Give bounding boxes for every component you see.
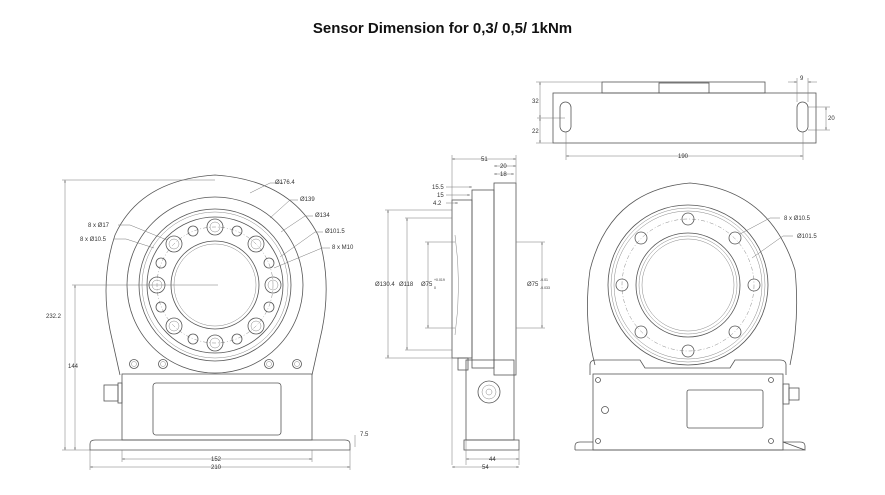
label-4-2: 4.2 bbox=[433, 201, 442, 207]
label-7-5: 7.5 bbox=[360, 432, 369, 438]
rear-bore-2 bbox=[638, 235, 738, 335]
side-connector bbox=[477, 380, 501, 404]
rear-base bbox=[574, 441, 806, 451]
label-d134: Ø134 bbox=[315, 213, 330, 219]
side-nut bbox=[457, 357, 469, 371]
rear-top-ledge bbox=[589, 359, 787, 375]
electronics-box bbox=[121, 373, 313, 441]
drawing-title: Sensor Dimension for 0,3/ 0,5/ 1kNm bbox=[312, 20, 573, 37]
side-rim bbox=[493, 182, 517, 376]
top-plate bbox=[552, 92, 817, 144]
tol-right-upper: -0.01 bbox=[540, 278, 548, 282]
label-51: 51 bbox=[481, 157, 488, 163]
leader-134 bbox=[280, 215, 313, 233]
rear-housing-outline bbox=[587, 182, 798, 366]
label-20: 20 bbox=[500, 164, 507, 170]
label-m10: 8 x M10 bbox=[332, 245, 354, 251]
label-54: 54 bbox=[482, 465, 489, 471]
label-d101: Ø101.5 bbox=[325, 229, 345, 235]
label-144: 144 bbox=[68, 364, 79, 370]
rear-ring-3 bbox=[613, 210, 763, 360]
rear-holes bbox=[615, 212, 761, 358]
rear-indicator bbox=[601, 406, 609, 414]
side-connector-inner bbox=[481, 384, 497, 400]
top-body bbox=[601, 81, 766, 94]
label-75-right: Ø75 bbox=[527, 282, 539, 288]
label-190: 190 bbox=[678, 154, 689, 160]
large-holes bbox=[148, 218, 282, 352]
label-holes-105: 8 x Ø10.5 bbox=[80, 237, 107, 243]
rear-bore-1 bbox=[635, 232, 741, 338]
rear-label-plate bbox=[686, 389, 764, 429]
tol-left-upper: +0.019 bbox=[434, 278, 445, 282]
connector bbox=[103, 384, 119, 402]
leader-176 bbox=[249, 182, 283, 194]
label-15: 15 bbox=[437, 193, 444, 199]
threaded-holes bbox=[155, 225, 275, 345]
side-hatch bbox=[454, 234, 459, 336]
side-body bbox=[471, 189, 495, 369]
label-22: 22 bbox=[532, 129, 539, 135]
label-plate bbox=[152, 382, 282, 436]
label-210: 210 bbox=[211, 465, 222, 471]
rear-connector-nut bbox=[782, 383, 790, 405]
slot-right bbox=[796, 101, 809, 133]
leader-rear-pcd bbox=[751, 235, 793, 259]
rear-ring-outer bbox=[607, 204, 769, 366]
rear-screws bbox=[595, 377, 774, 444]
slot-left bbox=[559, 101, 572, 133]
tol-right-lower: -0.033 bbox=[540, 286, 550, 290]
rear-pitch-circle bbox=[621, 218, 755, 352]
side-connector-pins bbox=[485, 388, 493, 396]
label-15-5: 15.5 bbox=[432, 185, 444, 191]
leader-101 bbox=[279, 231, 323, 258]
label-130: Ø130.4 bbox=[375, 282, 395, 288]
housing-bolts bbox=[129, 359, 302, 369]
base-plate bbox=[89, 439, 351, 451]
side-base bbox=[463, 439, 520, 451]
label-d176: Ø176.4 bbox=[275, 180, 295, 186]
rear-bore-3 bbox=[641, 238, 735, 332]
label-holes-17: 8 x Ø17 bbox=[88, 223, 110, 229]
label-rear-holes: 8 x Ø10.5 bbox=[784, 216, 811, 222]
leader-rear-holes bbox=[739, 217, 780, 235]
label-20-slot: 20 bbox=[828, 116, 835, 122]
rear-connector bbox=[788, 387, 800, 401]
label-152: 152 bbox=[211, 457, 222, 463]
label-32: 32 bbox=[532, 99, 539, 105]
top-view: 32 22 9 20 190 bbox=[532, 76, 835, 160]
label-rear-pcd: Ø101.5 bbox=[797, 234, 817, 240]
front-view: Ø176.4 Ø139 Ø134 Ø101.5 8 x M10 8 x Ø17 … bbox=[46, 174, 369, 471]
side-box bbox=[465, 359, 515, 441]
label-d139: Ø139 bbox=[300, 197, 315, 203]
connector-nut bbox=[117, 382, 123, 404]
label-232: 232.2 bbox=[46, 314, 62, 320]
rear-ring-2 bbox=[610, 207, 766, 363]
label-118: Ø118 bbox=[399, 282, 414, 288]
label-18: 18 bbox=[500, 172, 507, 178]
leader-m10 bbox=[273, 247, 330, 269]
rear-box bbox=[592, 373, 784, 451]
leader-105 bbox=[114, 238, 155, 249]
label-44: 44 bbox=[489, 457, 496, 463]
tol-left-lower: 0 bbox=[434, 286, 436, 290]
leader-17 bbox=[118, 224, 168, 241]
side-view: 51 20 18 15.5 15 4.2 Ø130.4 Ø118 Ø75 +0.… bbox=[375, 155, 550, 471]
rear-view: 8 x Ø10.5 Ø101.5 bbox=[574, 182, 817, 451]
label-75-left: Ø75 bbox=[421, 282, 433, 288]
top-hub bbox=[658, 82, 710, 94]
leader-139 bbox=[269, 199, 298, 219]
front-housing-outline bbox=[105, 174, 327, 376]
label-9: 9 bbox=[800, 76, 804, 82]
